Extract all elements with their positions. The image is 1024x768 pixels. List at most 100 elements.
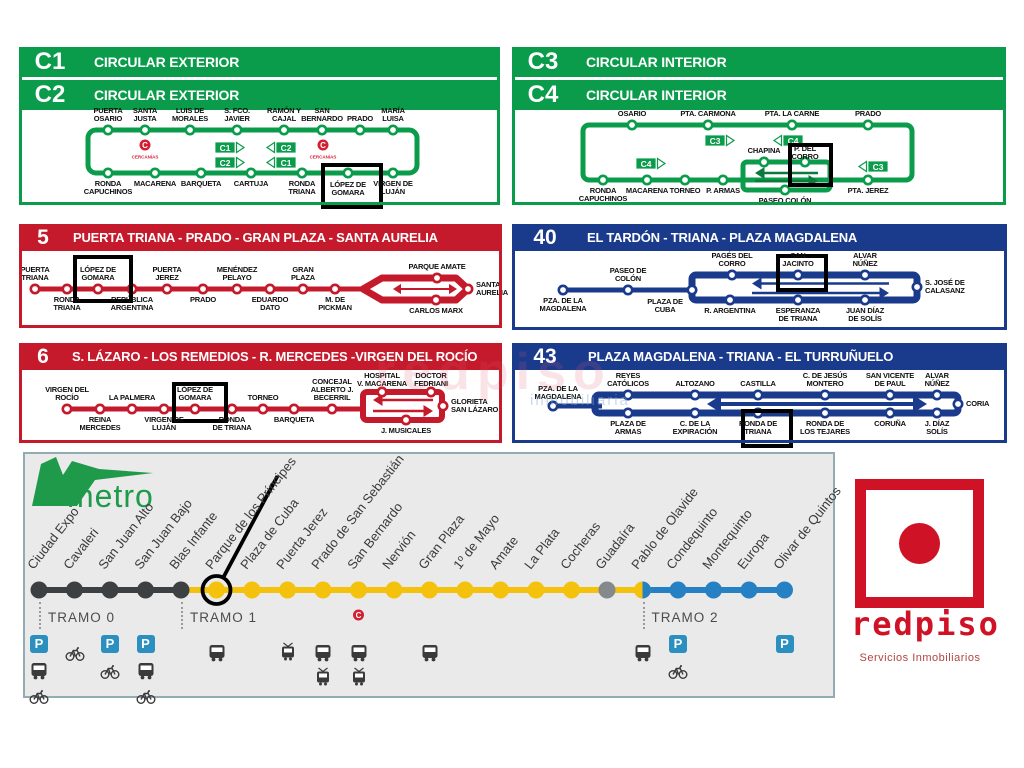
station-label: RONDA TRIANA bbox=[288, 179, 316, 196]
route-badge-code: C1 bbox=[220, 143, 231, 153]
station-label: SAN JACINTO bbox=[782, 251, 814, 268]
metro-station-dot bbox=[527, 581, 545, 599]
station-dot bbox=[641, 174, 653, 186]
station-dot bbox=[859, 294, 871, 306]
route-number-43: 43 bbox=[533, 345, 557, 368]
station-label: BARQUETA bbox=[180, 179, 222, 188]
bus-icon bbox=[31, 663, 47, 680]
cercanias-label: CERCANÍAS bbox=[132, 153, 159, 160]
tram-pantograph bbox=[353, 667, 364, 673]
bus-icon bbox=[209, 645, 224, 662]
station-dot bbox=[557, 284, 569, 296]
station-dot bbox=[231, 124, 243, 136]
tram-pantograph bbox=[318, 667, 328, 673]
bike-wheel bbox=[678, 669, 688, 679]
direction-arrow-head bbox=[393, 283, 401, 295]
metro-station-dot bbox=[705, 581, 722, 599]
route-badge-box bbox=[214, 141, 236, 154]
cercanias-circle bbox=[139, 139, 151, 151]
metro-highlight-circle bbox=[200, 574, 233, 606]
station-dot bbox=[686, 284, 698, 296]
station-dot bbox=[689, 407, 701, 419]
tram-icon bbox=[317, 667, 329, 686]
route-badge-box bbox=[635, 157, 657, 170]
tram-wheel bbox=[324, 682, 327, 686]
station-dot bbox=[792, 294, 804, 306]
route-badge-code: C3 bbox=[873, 162, 884, 172]
cercanias-c: C bbox=[142, 141, 148, 150]
tram-wheel bbox=[283, 657, 287, 661]
station-label: PRADO bbox=[189, 295, 217, 304]
parking-icon: P bbox=[669, 635, 687, 653]
route-badge: C3 bbox=[704, 134, 736, 147]
route-diagram-line-6 bbox=[61, 386, 449, 426]
station-dot bbox=[425, 386, 437, 398]
route-number-40: 40 bbox=[533, 226, 557, 249]
station-dot bbox=[376, 386, 388, 398]
station-label: REPÚBLICA ARGENTINA bbox=[110, 295, 154, 312]
route-badge-box bbox=[275, 156, 297, 169]
highlight-box bbox=[788, 143, 833, 187]
station-label: PLAZA DE CUBA bbox=[647, 297, 683, 314]
bike-wheel bbox=[39, 694, 49, 704]
station-label: MARÍA LUISA bbox=[381, 106, 405, 123]
metro-station-dot bbox=[563, 581, 580, 599]
route-title-6: S. LÁZARO - LOS REMEDIOS - R. MERCEDES -… bbox=[72, 349, 478, 364]
route-number-C4: C4 bbox=[527, 81, 559, 108]
station-dot bbox=[702, 119, 714, 131]
station-label: RONDA CAPUCHINOS bbox=[578, 186, 628, 203]
station-label: PTA. CARMONA bbox=[680, 109, 736, 118]
station-dot bbox=[102, 124, 114, 136]
bike-frame bbox=[104, 665, 116, 675]
route-badge: C3 bbox=[857, 160, 889, 173]
redpiso-tagline: Servicios Inmobiliarios bbox=[859, 652, 981, 664]
route-title-C4: CIRCULAR INTERIOR bbox=[586, 87, 727, 103]
metro-station-dot bbox=[101, 581, 119, 599]
direction-arrow-head bbox=[707, 395, 721, 413]
station-label: J. MUSICALES bbox=[380, 426, 432, 435]
station-dot bbox=[884, 389, 896, 401]
bike-wheel bbox=[74, 651, 84, 661]
redpiso-brand: redpiso bbox=[851, 605, 1000, 643]
station-dot bbox=[431, 272, 443, 284]
bike-wheel bbox=[136, 694, 145, 704]
route-badge: C1 bbox=[214, 141, 246, 154]
station-label: VIRGEN DE LUJÁN bbox=[373, 179, 413, 196]
route-badge-code: C1 bbox=[281, 158, 292, 168]
route-badge-code: C4 bbox=[641, 159, 652, 169]
tram-window bbox=[283, 648, 292, 653]
station-dot bbox=[354, 124, 366, 136]
station-label: PRADO bbox=[854, 109, 882, 118]
station-dot bbox=[245, 167, 257, 179]
direction-arrow-head bbox=[449, 283, 457, 295]
station-dot bbox=[296, 167, 308, 179]
station-label: CARLOS MARX bbox=[409, 306, 463, 315]
route-badge-arrow bbox=[857, 160, 868, 173]
station-dot bbox=[717, 174, 729, 186]
station-label: BARQUETA bbox=[273, 415, 315, 424]
station-label: GRAN PLAZA bbox=[291, 265, 315, 282]
bike-wheel bbox=[65, 651, 74, 661]
route-ring bbox=[580, 122, 915, 183]
station-dot bbox=[758, 156, 770, 168]
bike-wheel bbox=[668, 669, 678, 679]
station-dot bbox=[786, 119, 798, 131]
station-label: PASEO COLÓN bbox=[758, 196, 812, 205]
station-label: PRADO bbox=[346, 114, 374, 123]
cercanias-circle bbox=[317, 139, 329, 151]
bus-window bbox=[211, 647, 222, 652]
route-badge-arrow bbox=[235, 141, 246, 154]
bus-icon bbox=[422, 645, 437, 662]
bicycle-icon bbox=[29, 690, 49, 704]
station-dot bbox=[622, 284, 634, 296]
highlight-box bbox=[776, 254, 828, 292]
station-label: SANTA AURELIA bbox=[476, 280, 508, 297]
